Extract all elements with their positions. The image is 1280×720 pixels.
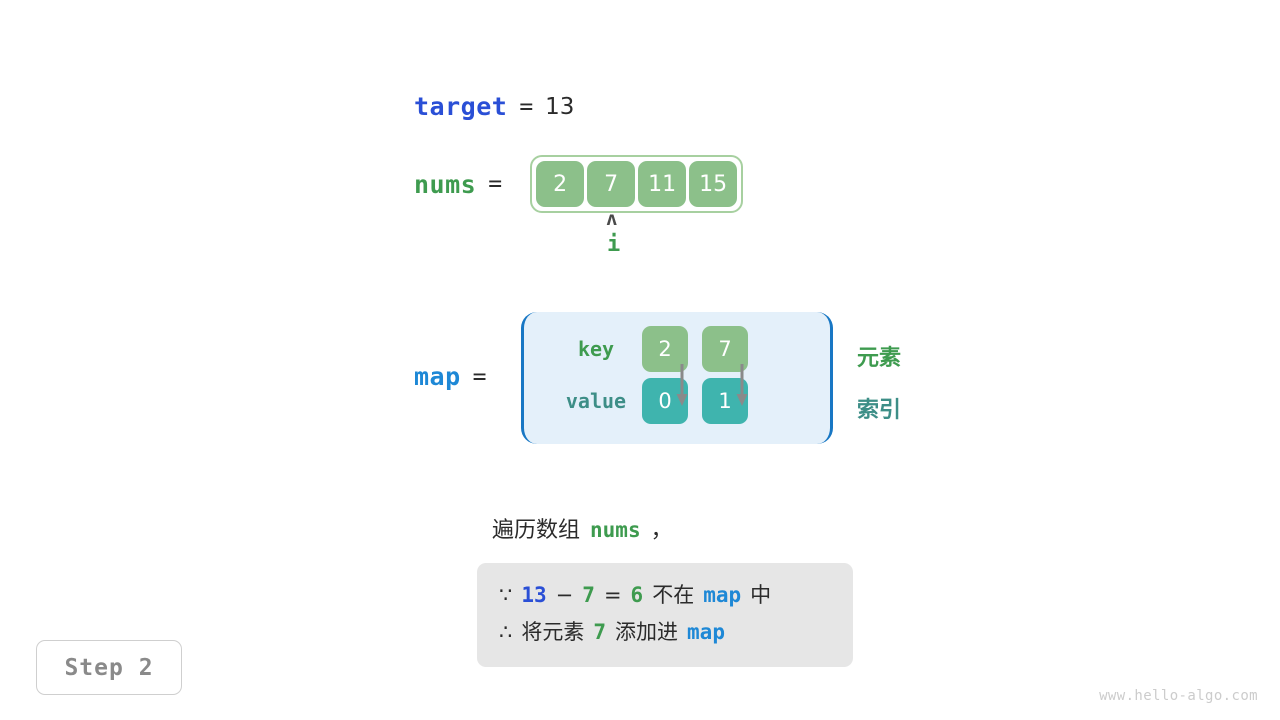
note-token: ∵ (499, 583, 513, 607)
array-cell: 11 (638, 161, 687, 207)
note-token: ∴ (499, 619, 513, 644)
note-token: 13 (521, 583, 547, 607)
traverse-var-nums: nums (590, 518, 641, 542)
map-key-cell: 2 (642, 326, 688, 372)
note-token: map (703, 583, 742, 607)
traverse-prefix: 遍历数组 (492, 518, 581, 543)
note-token: − (555, 583, 574, 607)
note-token: 将元素 (521, 619, 585, 644)
map-var-label: map (414, 362, 461, 391)
traverse-description: 遍历数组 nums ， (492, 512, 673, 544)
note-token: 7 (593, 619, 607, 644)
watermark: www.hello-algo.com (1099, 688, 1258, 704)
key-to-value-arrow-icon (676, 364, 688, 406)
target-value: 13 (545, 93, 575, 120)
note-token: 7 (582, 583, 595, 607)
note-line: ∴ 将元素 7 添加进 map (499, 614, 831, 651)
map-key-row: key 2 7 (550, 326, 762, 372)
nums-row: nums = 2 7 11 15 (0, 155, 1280, 213)
note-token: 6 (630, 583, 644, 607)
note-token: 不在 (652, 583, 695, 607)
legend-element-label: 元素 (857, 346, 902, 371)
array-cell: 2 (536, 161, 585, 207)
note-box: ∵ 13−7 = 6 不在 map 中 ∴ 将元素 7 添加进 map (477, 563, 853, 667)
traverse-suffix: ， (650, 518, 673, 543)
key-to-value-arrow-icon (736, 364, 748, 406)
target-row: target = 13 (0, 92, 1280, 121)
map-value-row: value 0 1 (550, 378, 762, 424)
map-key-cell: 7 (702, 326, 748, 372)
map-container: key 2 7 value 0 1 (521, 312, 833, 444)
note-token: 添加进 (615, 619, 679, 644)
map-equals-sign: = (472, 363, 487, 390)
array-cell: 7 (587, 161, 636, 207)
step-badge: Step 2 (36, 640, 182, 695)
note-token: = (603, 583, 622, 607)
nums-var-label: nums (414, 169, 477, 199)
map-value-label: value (565, 389, 627, 413)
array-cell: 15 (689, 161, 738, 207)
map-label-row: map = (414, 362, 499, 391)
nums-equals-sign: = (488, 171, 503, 197)
target-var-label: target (414, 92, 508, 121)
map-key-label: key (577, 337, 615, 361)
pointer-label-i: i (607, 232, 621, 257)
note-token: 中 (750, 583, 772, 607)
legend-index-label: 索引 (857, 398, 902, 423)
target-equals-sign: = (519, 93, 534, 120)
nums-array-container: 2 7 11 15 (530, 155, 744, 213)
note-token: map (687, 619, 725, 644)
pointer-caret-icon: ʌ (606, 208, 618, 230)
note-line: ∵ 13−7 = 6 不在 map 中 (499, 577, 831, 614)
